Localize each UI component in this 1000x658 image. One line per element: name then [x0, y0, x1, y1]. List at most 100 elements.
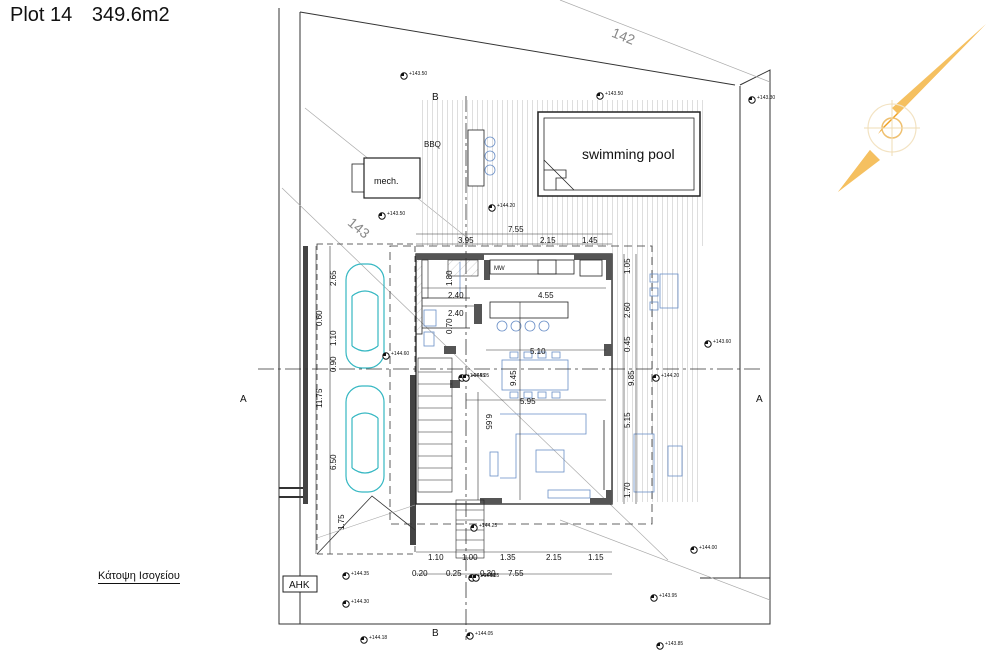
dim-left-seg1: 2.65	[329, 270, 338, 286]
level-marker-fill	[342, 572, 346, 576]
north-arrow-icon	[838, 24, 986, 192]
plot-header: Plot 14 349.6m2	[10, 4, 184, 27]
roof-overhang	[389, 245, 653, 525]
level-value: +144.25	[479, 523, 497, 529]
dim-right-515: 5.15	[623, 412, 632, 428]
car-top	[345, 263, 385, 369]
level-value: +144.30	[351, 599, 369, 605]
dim-bot-seg1: 1.10	[428, 553, 444, 562]
level-marker-fill	[690, 546, 694, 550]
dimension-text: 7.55 3.95 2.15 1.45 1.10 1.00 1.35 2.15 …	[315, 225, 636, 578]
level-marker-fill	[458, 374, 462, 378]
level-marker-fill	[462, 374, 466, 378]
dim-bot-seg5: 1.15	[588, 553, 604, 562]
dim-bot-seg2: 1.00	[462, 553, 478, 562]
level-marker-fill	[468, 574, 472, 578]
dim-left-total: 11.75	[315, 388, 324, 408]
level-value: +144.20	[661, 373, 679, 379]
dim-int-665: 6.65	[484, 414, 493, 430]
dim-int-595: 5.95	[520, 397, 536, 406]
dim-bot-small2: 0.25	[446, 569, 462, 578]
level-marker-fill	[472, 574, 476, 578]
carport	[303, 243, 416, 555]
level-marker-fill	[378, 212, 382, 216]
dim-bot-small1: 0.20	[412, 569, 428, 578]
level-marker-fill	[748, 96, 752, 100]
section-b-bottom: B	[432, 628, 439, 639]
level-value: +144.60	[391, 351, 409, 357]
kitchen: MW	[489, 259, 603, 332]
ahk-box: AHK	[282, 575, 318, 593]
plot-boundary	[278, 8, 771, 625]
dim-top-total: 7.55	[508, 225, 524, 234]
dim-right-260: 2.60	[623, 302, 632, 318]
swimming-pool: swimming pool	[537, 111, 701, 197]
level-marker-fill	[470, 524, 474, 528]
level-value: +143.50	[387, 211, 405, 217]
mech-label: mech.	[374, 176, 399, 186]
level-marker-fill	[382, 352, 386, 356]
dim-int-240b: 2.40	[448, 309, 464, 318]
dim-left-seg4: 0.90	[329, 356, 338, 372]
wc	[423, 262, 461, 347]
level-value: +143.50	[409, 71, 427, 77]
level-markers: +143.50+143.50+143.30+144.20+143.50+143.…	[342, 71, 775, 650]
level-marker-fill	[488, 204, 492, 208]
level-value: +144.18	[369, 635, 387, 641]
dining-table	[501, 351, 569, 399]
level-value: +143.85	[665, 641, 683, 647]
level-value: +144.05	[471, 373, 489, 379]
dim-int-455: 4.55	[538, 291, 554, 300]
dim-int-945: 9.45	[509, 370, 518, 386]
outdoor-furniture	[633, 273, 683, 493]
level-value: +144.15	[477, 573, 495, 579]
contour-label-142: 142	[610, 24, 638, 48]
section-a-right: A	[756, 394, 763, 405]
dim-right-045: 0.45	[623, 336, 632, 352]
dimension-lines	[315, 233, 637, 575]
dim-left-seg5: 6.50	[329, 454, 338, 470]
dim-int-510: 5.10	[530, 347, 546, 356]
contour-label-143: 143	[345, 214, 373, 241]
dim-top-seg3: 1.45	[582, 236, 598, 245]
dim-right-105: 1.05	[623, 258, 632, 274]
dim-int-180: 1.80	[445, 270, 454, 286]
living-area	[489, 413, 605, 499]
car-bottom	[345, 385, 385, 493]
level-value: +143.50	[605, 91, 623, 97]
dim-bot-seg4: 2.15	[546, 553, 562, 562]
level-marker-fill	[650, 594, 654, 598]
level-marker-fill	[652, 374, 656, 378]
level-value: +144.35	[481, 573, 499, 579]
dim-top-seg1: 3.95	[458, 236, 474, 245]
dim-left-seg2: 0.60	[315, 310, 324, 326]
dim-right-985: 9.85	[627, 370, 636, 386]
level-value: +143.60	[713, 339, 731, 345]
dim-bottom-total: 7.55	[508, 569, 524, 578]
level-marker-fill	[466, 632, 470, 636]
level-value: +144.05	[475, 631, 493, 637]
microwave-label: MW	[494, 266, 505, 272]
section-a-left: A	[240, 394, 247, 405]
dim-right-170: 1.70	[623, 482, 632, 498]
dim-bot-seg3: 1.35	[500, 553, 516, 562]
bbq-label: BBQ	[424, 140, 441, 149]
level-marker-fill	[704, 340, 708, 344]
level-marker-fill	[360, 636, 364, 640]
pool-label: swimming pool	[582, 146, 675, 162]
plot-number: Plot 14	[10, 4, 73, 26]
level-marker-fill	[656, 642, 660, 646]
dim-int-070: 0.70	[445, 318, 454, 334]
level-value: +144.55	[467, 373, 485, 379]
section-b-top: B	[432, 92, 439, 103]
level-value: +143.95	[659, 593, 677, 599]
dim-top-seg2: 2.15	[540, 236, 556, 245]
section-markers: A A B B	[240, 92, 763, 639]
dim-left-seg6: 1.75	[337, 514, 346, 530]
level-marker-fill	[596, 92, 600, 96]
ground-floor-caption: Κάτοψη Ισογείου	[98, 570, 180, 584]
ahk-label: AHK	[289, 580, 310, 591]
dim-int-240a: 2.40	[448, 291, 464, 300]
level-value: +144.00	[699, 545, 717, 551]
